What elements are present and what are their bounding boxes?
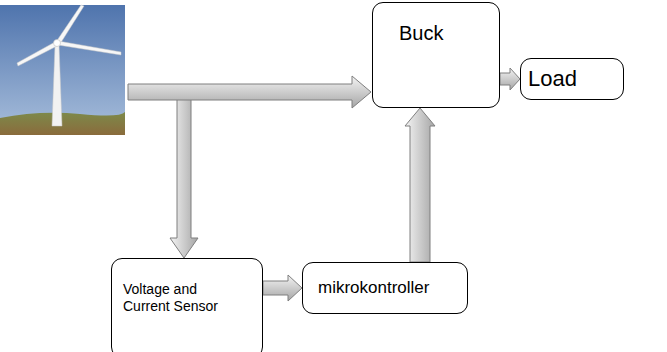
node-label: mikrokontroller bbox=[318, 278, 457, 298]
sensor-box: Voltage and Current Sensor bbox=[111, 258, 263, 352]
node-label: Load bbox=[528, 66, 615, 92]
load-box: Load bbox=[520, 58, 624, 100]
wind-turbine-photo bbox=[0, 5, 125, 135]
split-arrow bbox=[170, 98, 198, 258]
block-arrow bbox=[405, 108, 435, 262]
converter-box: Buck bbox=[372, 2, 500, 108]
block-arrow bbox=[500, 68, 520, 90]
node-label: Voltage and Current Sensor bbox=[123, 281, 232, 315]
node-label: Buck bbox=[399, 21, 489, 45]
power-arrow bbox=[128, 76, 371, 108]
block-arrow bbox=[263, 275, 302, 301]
controller-box: mikrokontroller bbox=[302, 262, 468, 314]
